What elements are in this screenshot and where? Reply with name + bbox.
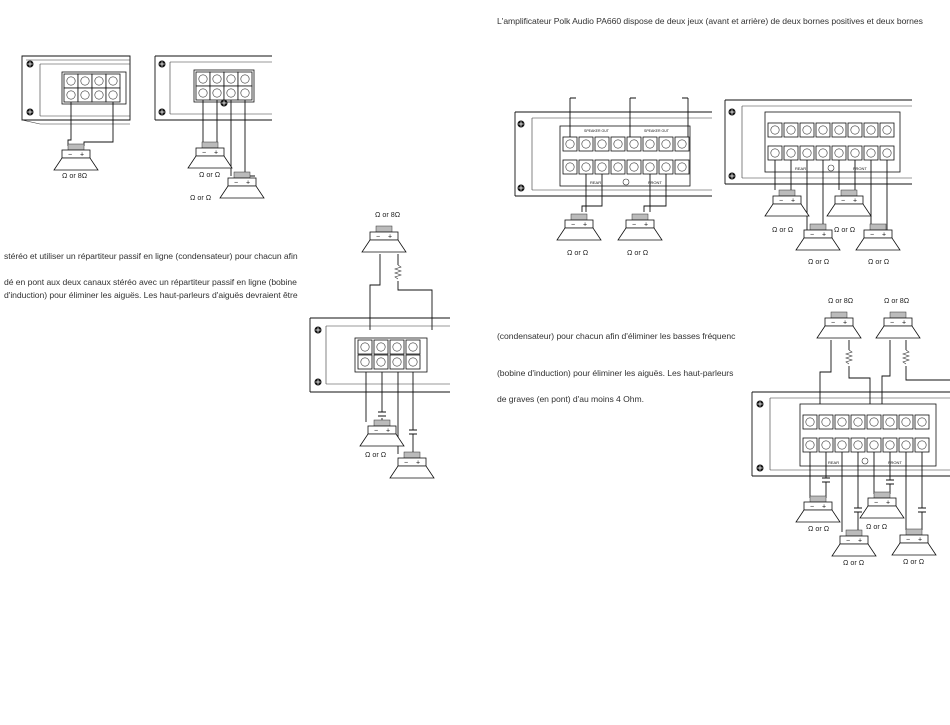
rear-label-1: REAR <box>590 180 601 185</box>
left-text-line-1: stéréo et utiliser un répartiteur passif… <box>4 251 298 261</box>
caption-diagram-5c: Ω or Ω <box>808 257 830 266</box>
caption-diagram-5b: Ω or Ω <box>834 225 856 234</box>
diagram-6: REAR FRONT <box>751 311 950 557</box>
caption-diagram-6-top-b: Ω or 8Ω <box>884 296 910 305</box>
caption-diagram-6d: Ω or Ω <box>903 557 925 566</box>
caption-diagram-6c: Ω or Ω <box>843 558 865 567</box>
front-label-3: FRONT <box>888 460 902 465</box>
caption-diagram-2b: Ω or Ω <box>190 193 212 202</box>
caption-diagram-6-top-a: Ω or 8Ω <box>828 296 854 305</box>
diagram-3 <box>309 225 450 479</box>
front-label-1: FRONT <box>648 180 662 185</box>
caption-diagram-3-top: Ω or 8Ω <box>375 210 401 219</box>
left-text-line-3: d'induction) pour éliminer les aiguës. L… <box>4 290 298 300</box>
diagram-1 <box>21 55 131 171</box>
rear-label-2: REAR <box>795 166 806 171</box>
diagram-5: REAR FRONT <box>724 99 912 251</box>
caption-diagram-5d: Ω or Ω <box>868 257 890 266</box>
speaker-out-label-2: SPEAKER OUT <box>644 129 670 133</box>
intro-paragraph: L'amplificateur Polk Audio PA660 dispose… <box>497 16 923 26</box>
caption-diagram-4b: Ω or Ω <box>627 248 649 257</box>
caption-diagram-6b: Ω or Ω <box>866 522 888 531</box>
caption-diagram-1: Ω or 8Ω <box>62 171 88 180</box>
caption-diagram-2a: Ω or Ω <box>199 170 221 179</box>
caption-diagram-6a: Ω or Ω <box>808 524 830 533</box>
middle-text-line-3: de graves (en pont) d'au moins 4 Ohm. <box>497 394 644 404</box>
caption-diagram-5a: Ω or Ω <box>772 225 794 234</box>
caption-diagram-3a: Ω or Ω <box>365 450 387 459</box>
rear-label-3: REAR <box>828 460 839 465</box>
caption-diagram-4a: Ω or Ω <box>567 248 589 257</box>
left-text-line-2: dé en pont aux deux canaux stéréo avec u… <box>4 277 297 287</box>
diagram-4: SPEAKER OUT SPEAKER OUT REAR FRONT <box>514 97 712 241</box>
middle-text-line-2: (bobine d'induction) pour éliminer les a… <box>497 368 734 378</box>
diagram-2 <box>154 55 272 199</box>
middle-text-line-1: (condensateur) pour chacun afin d'élimin… <box>497 331 736 341</box>
front-label-2: FRONT <box>853 166 867 171</box>
speaker-out-label-1: SPEAKER OUT <box>584 129 610 133</box>
